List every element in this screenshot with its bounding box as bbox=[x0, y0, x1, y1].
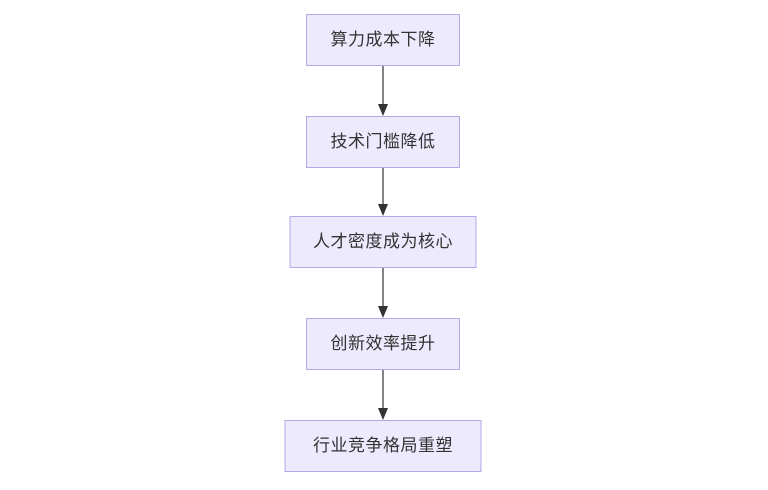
flow-node-label: 行业竞争格局重塑 bbox=[313, 435, 453, 456]
flow-node-label: 技术门槛降低 bbox=[330, 131, 436, 152]
flow-connector-2 bbox=[378, 168, 388, 216]
flow-node-5[interactable]: 行业竞争格局重塑 bbox=[284, 420, 482, 472]
flow-node-1[interactable]: 算力成本下降 bbox=[306, 14, 460, 66]
arrowhead-icon bbox=[378, 104, 388, 116]
flow-node-label: 创新效率提升 bbox=[330, 333, 436, 354]
flow-connector-4 bbox=[378, 370, 388, 420]
arrowhead-icon bbox=[378, 408, 388, 420]
flow-connector-3 bbox=[378, 268, 388, 318]
flow-node-2[interactable]: 技术门槛降低 bbox=[306, 116, 460, 168]
flow-node-3[interactable]: 人才密度成为核心 bbox=[289, 216, 477, 268]
arrowhead-icon bbox=[378, 306, 388, 318]
flow-node-4[interactable]: 创新效率提升 bbox=[306, 318, 460, 370]
flow-node-label: 人才密度成为核心 bbox=[313, 231, 453, 252]
flow-node-label: 算力成本下降 bbox=[330, 29, 436, 50]
arrowhead-icon bbox=[378, 204, 388, 216]
flow-connector-1 bbox=[378, 66, 388, 116]
